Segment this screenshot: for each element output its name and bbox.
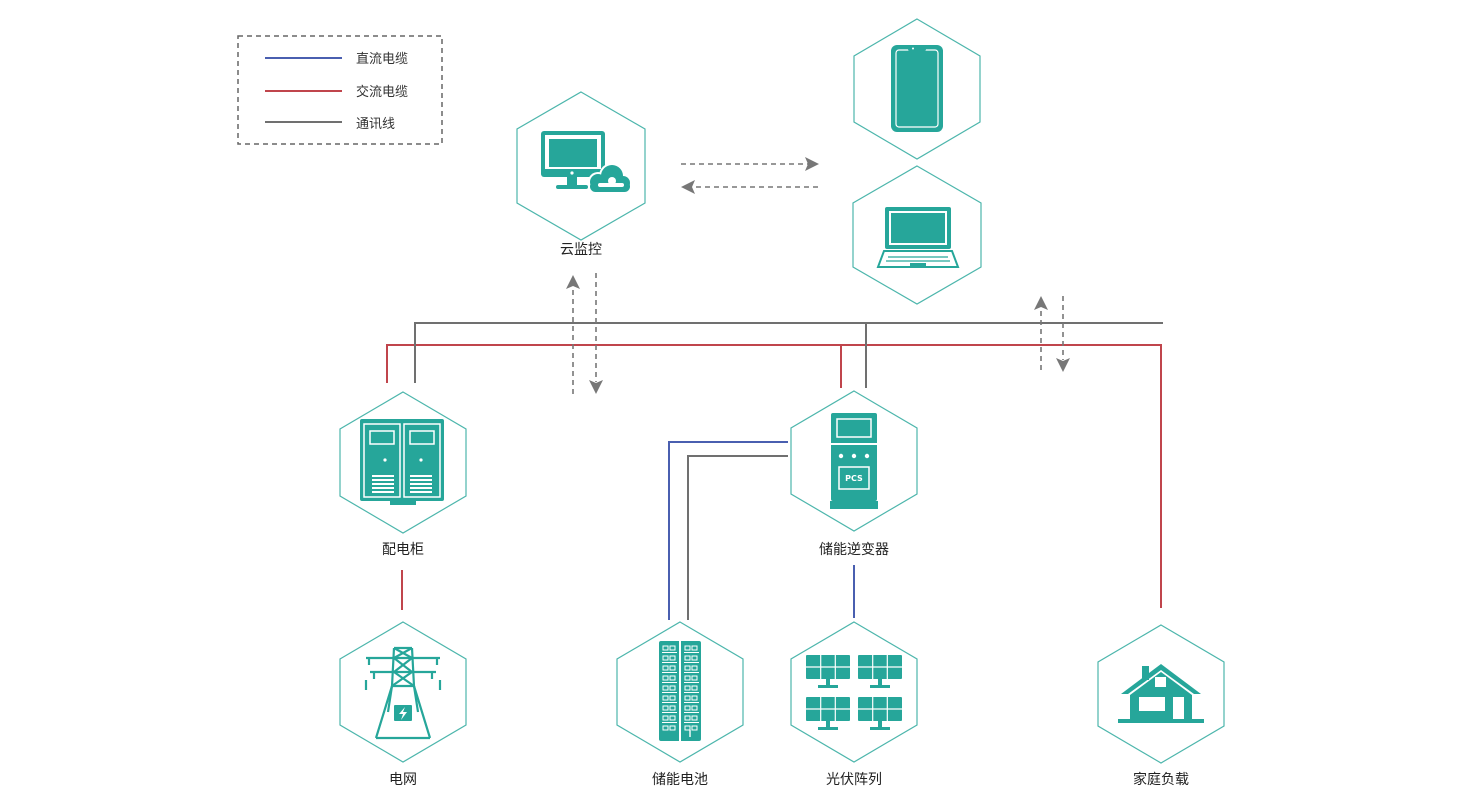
house-icon	[1118, 664, 1204, 723]
node-label: 云监控	[560, 242, 602, 258]
dc-cable-battery	[668, 441, 788, 620]
arrowhead-left	[681, 180, 695, 194]
pcs-badge: PCS	[845, 474, 863, 483]
arrowhead-down-devices	[1056, 358, 1070, 372]
node-smartphone	[853, 18, 981, 160]
arrowhead-up-devices	[1034, 296, 1048, 310]
comm-line-battery	[687, 455, 788, 620]
node-label: 光伏阵列	[826, 772, 882, 788]
solar-panel-icon	[806, 655, 902, 730]
battery-rack-icon	[659, 641, 701, 741]
legend-label-comm: 通讯线	[356, 117, 395, 132]
node-distribution-cabinet: 配电柜	[339, 391, 467, 558]
node-storage-battery: 储能电池	[616, 621, 744, 788]
power-tower-icon	[364, 646, 442, 740]
node-storage-inverter: PCS 储能逆变器	[790, 390, 918, 558]
laptop-icon	[876, 207, 960, 268]
arrowhead-down-cloud	[589, 380, 603, 394]
ac-cable-bus	[386, 344, 1162, 608]
legend-label-ac: 交流电缆	[356, 84, 408, 100]
monitor-cloud-icon	[541, 131, 633, 194]
data-arrows	[572, 163, 1064, 394]
arrowhead-right	[805, 157, 819, 171]
inverter-icon: PCS	[830, 413, 878, 509]
node-solar-array: 光伏阵列	[790, 621, 918, 788]
node-laptop	[852, 165, 982, 305]
node-label: 储能逆变器	[819, 542, 889, 558]
node-label: 电网	[389, 772, 417, 788]
arrow-heads	[566, 157, 1070, 394]
node-cloud-monitor: 云监控	[516, 91, 646, 258]
distribution-cabinet-icon	[360, 419, 444, 505]
legend-label-dc: 直流电缆	[356, 51, 408, 67]
legend-box	[237, 35, 443, 145]
legend: 直流电缆 交流电缆 通讯线	[237, 35, 443, 145]
node-power-grid: 电网	[339, 621, 467, 788]
node-label: 配电柜	[382, 542, 424, 558]
node-label: 家庭负载	[1133, 771, 1189, 788]
arrowhead-up-cloud	[566, 275, 580, 289]
hexagon	[790, 621, 918, 763]
node-household-load: 家庭负载	[1097, 624, 1225, 788]
comm-line-bus	[414, 322, 1163, 383]
smartphone-icon	[891, 45, 943, 132]
node-label: 储能电池	[652, 772, 708, 788]
connections	[386, 322, 1163, 620]
hexagon	[339, 621, 467, 763]
